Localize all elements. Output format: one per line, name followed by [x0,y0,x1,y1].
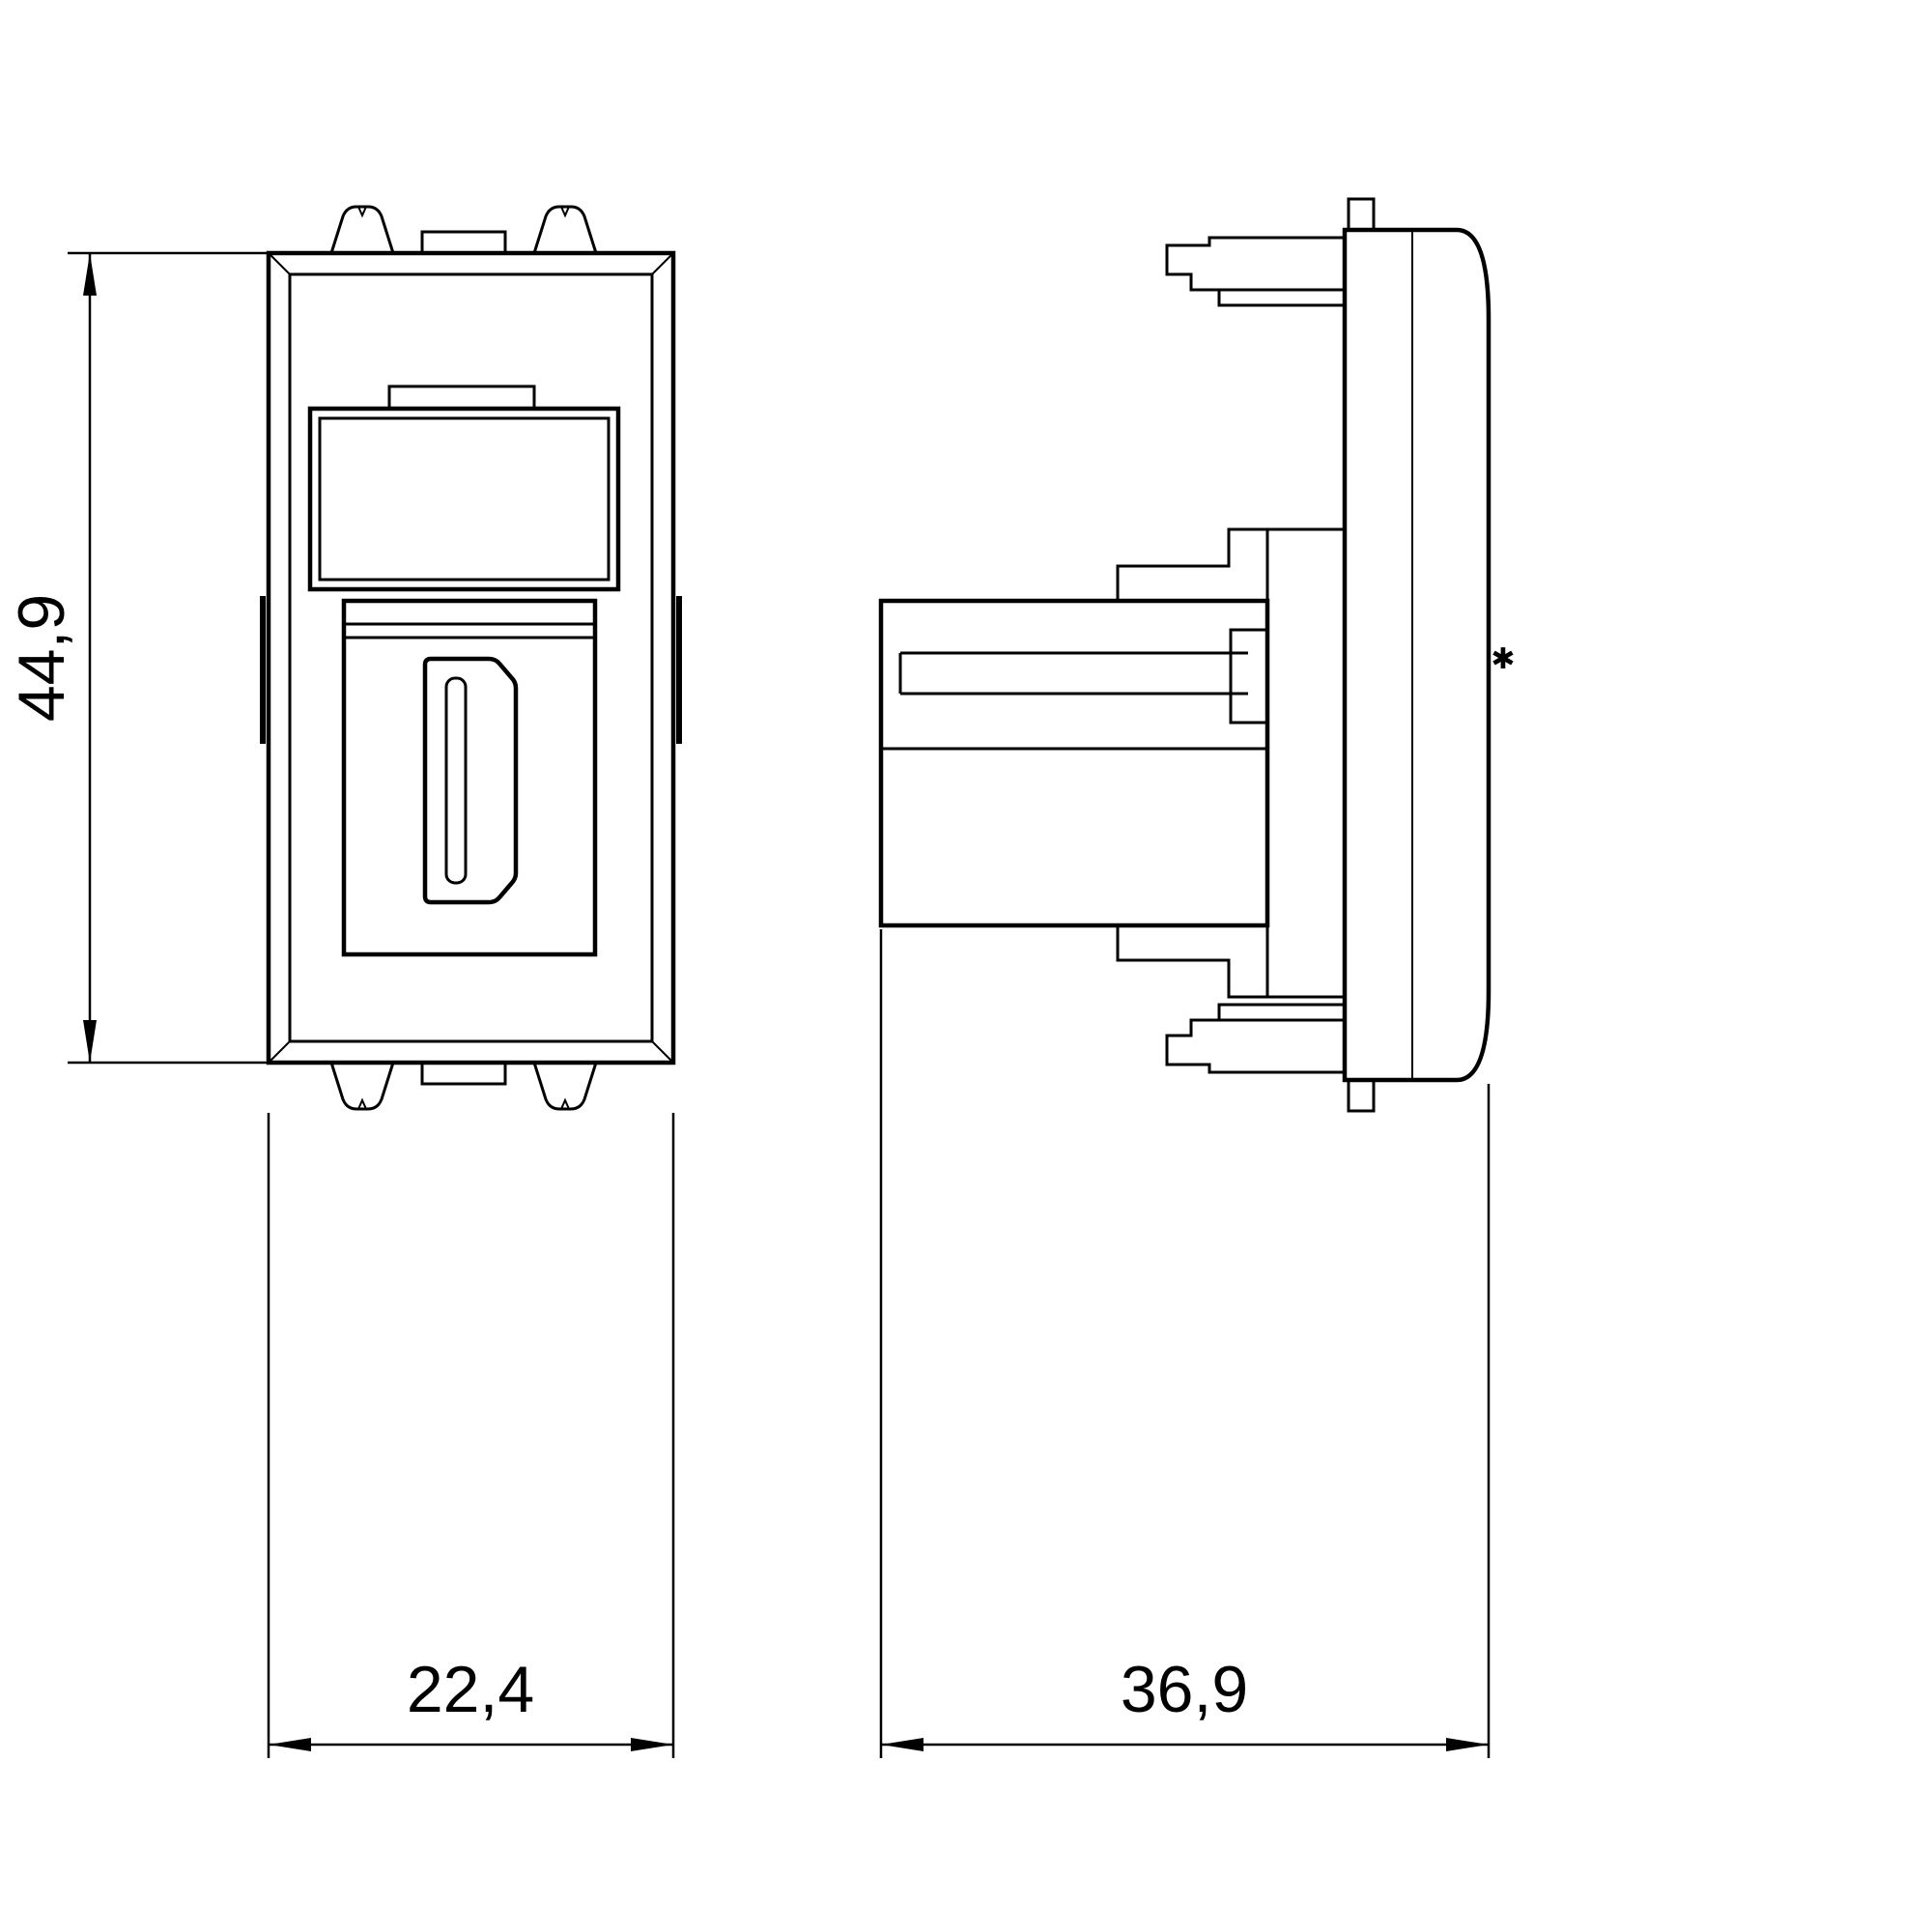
height-dimension-label: 44,9 [5,594,78,722]
connector-body [878,598,1270,928]
hdmi-connector-outline [422,656,519,905]
front-view [260,205,682,1111]
body-latch [1229,628,1269,724]
depth-arrow-right [1446,1738,1489,1751]
height-dimension: 44,9 [5,251,269,1065]
height-arrow-bottom [83,1020,97,1063]
label-window-outer [307,406,621,592]
body-slot [898,651,1248,696]
bottom-right-mounting-tab [532,1062,598,1111]
bottom-right-tab-notch [560,1097,570,1110]
hdmi-port-recess [341,598,598,957]
front-inner-frame [288,272,654,1043]
height-arrow-top [83,253,97,296]
frame-corner-chamfers [268,252,674,1064]
side-faceplate [1342,227,1492,1083]
bottom-shoulder [1116,925,1345,999]
width-dimension-label: 22,4 [407,1653,534,1726]
bottom-center-tab [420,1061,507,1086]
hdmi-tongue-slot [444,676,468,885]
top-left-tab-notch [357,206,367,218]
label-window-tab [387,384,536,411]
bottom-left-tab-notch [357,1097,367,1110]
top-shoulder [1116,527,1345,601]
top-right-mounting-tab [532,205,598,254]
top-left-mounting-tab [329,205,395,254]
bottom-left-mounting-tab [329,1062,395,1111]
side-bottom-tab [1347,1078,1376,1113]
bottom-clip [1165,1018,1345,1074]
top-clip [1165,236,1345,292]
width-arrow-left [269,1738,311,1751]
side-claws [260,596,682,744]
width-arrow-right [631,1738,673,1751]
depth-dimension-label: 36,9 [1121,1653,1248,1726]
depth-dimension: 36,9 [879,929,1491,1758]
depth-arrow-left [881,1738,923,1751]
bottom-clip-step [1217,1003,1345,1020]
top-clip-step [1217,290,1345,307]
note-mark: ✱ [1491,643,1515,675]
top-center-tab [420,230,507,255]
side-view: ✱ [878,197,1516,1113]
top-right-tab-notch [560,206,570,218]
label-window-inner [318,416,611,582]
side-top-tab [1347,197,1376,232]
width-dimension: 22,4 [267,1113,675,1758]
